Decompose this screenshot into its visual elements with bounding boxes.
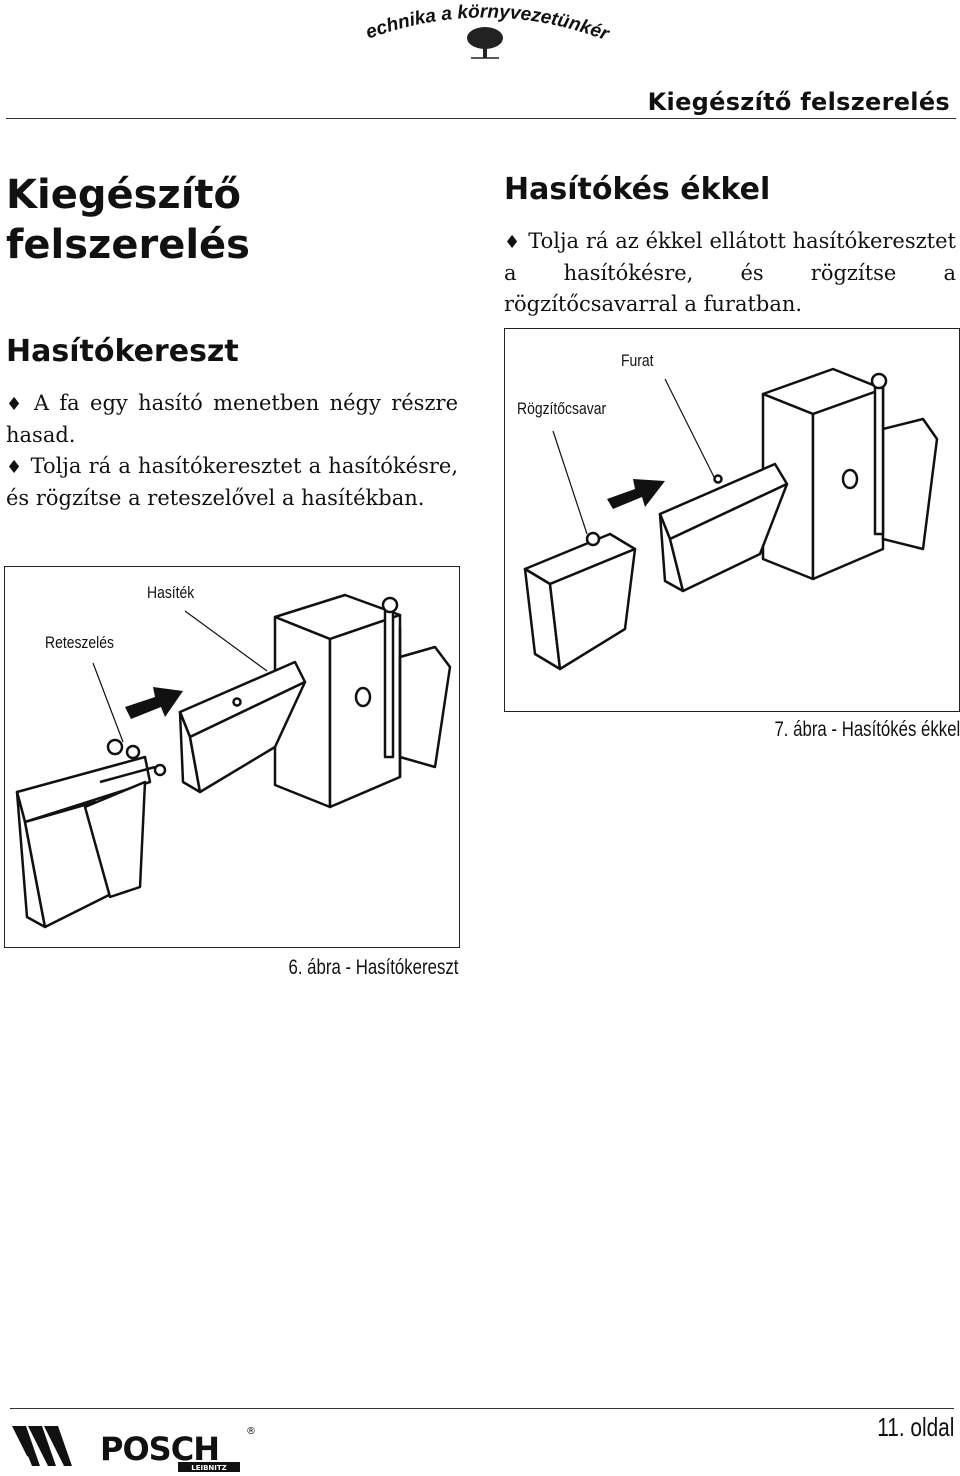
bullet-item: ♦Tolja rá a hasítókeresztet a hasítókésr… <box>6 451 458 514</box>
page-title: Kiegészítő felszerelés <box>6 170 250 270</box>
bullet-text: A fa egy hasító menetben négy részre has… <box>6 391 458 447</box>
section1-text: ♦A fa egy hasító menetben négy részre ha… <box>6 388 458 514</box>
page-title-line-2: felszerelés <box>6 222 250 268</box>
header-rule <box>6 118 956 119</box>
label-furat: Furat <box>621 351 654 370</box>
figure-hasitokes-ekkel: Rögzítőcsavar Furat <box>504 328 960 712</box>
header-tagline-logo: Technika a környvezetünkért <box>360 0 610 59</box>
label-rogzitocsavar: Rögzítőcsavar <box>517 399 607 418</box>
section-heading-hasitokereszt: Hasítókereszt <box>6 334 239 369</box>
posch-logo: POSCH LEIBNITZ ® <box>12 1426 256 1472</box>
wedge-blade-illustration <box>523 367 939 671</box>
splitting-cross-illustration <box>15 593 452 929</box>
page-number: 11. oldal <box>876 1412 954 1442</box>
page-title-line-1: Kiegészítő <box>6 172 241 218</box>
posch-emblem-icon <box>12 1426 72 1466</box>
diamond-bullet-icon: ♦ <box>504 232 521 253</box>
label-hasitek: Hasíték <box>147 583 195 602</box>
bullet-text: Tolja rá az ékkel ellátott hasítókereszt… <box>504 229 956 316</box>
section-heading-hasitokes-ekkel: Hasítókés ékkel <box>504 172 771 207</box>
footer-rule <box>10 1408 954 1409</box>
posch-wordmark: POSCH <box>100 1430 219 1468</box>
bullet-text: Tolja rá a hasítókeresztet a hasítókésre… <box>6 454 459 510</box>
figure-caption-6: 6. ábra - Hasítókereszt <box>288 956 458 979</box>
leibnitz-wordmark: LEIBNITZ <box>191 1464 227 1472</box>
bullet-item: ♦Tolja rá az ékkel ellátott hasítókeresz… <box>504 226 956 320</box>
bullet-item: ♦A fa egy hasító menetben négy részre ha… <box>6 388 458 451</box>
diamond-bullet-icon: ♦ <box>6 457 23 478</box>
header-section-title: Kiegészítő felszerelés <box>647 88 950 116</box>
diamond-bullet-icon: ♦ <box>6 394 26 415</box>
section2-text: ♦Tolja rá az ékkel ellátott hasítókeresz… <box>504 226 956 320</box>
tree-icon <box>467 27 503 59</box>
figure-caption-7: 7. ábra - Hasítókés ékkel <box>774 718 960 741</box>
figure-hasitokereszt: Reteszelés Hasíték <box>4 566 460 948</box>
registered-icon: ® <box>246 1426 256 1437</box>
label-reteszeles: Reteszelés <box>45 633 114 652</box>
